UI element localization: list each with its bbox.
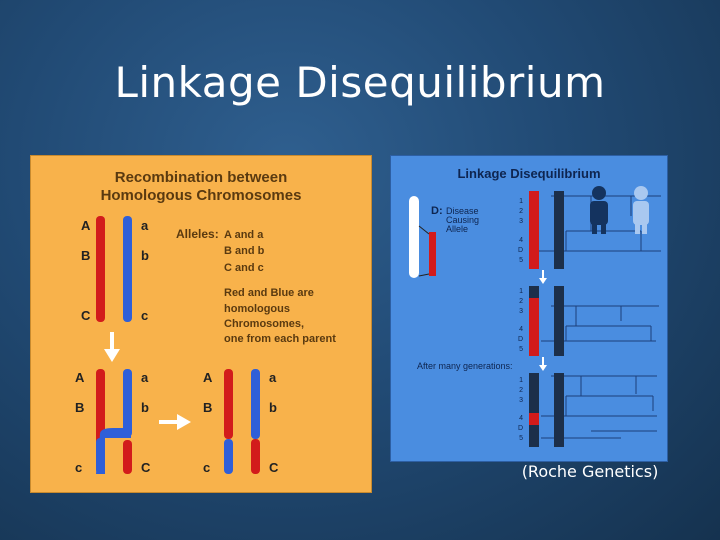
disease-line-3: Allele [446,224,468,234]
down-arrow-icon [104,332,120,362]
small-chromosome [409,196,436,278]
down-arrow-icon [539,270,547,284]
down-arrow-icon [539,357,547,371]
blue-chromosome [123,216,132,322]
alleles-pair-3: C and c [224,262,264,274]
linkage-disequilibrium-figure: Linkage Disequilibrium D: Dis [390,155,668,462]
recombination-heading-2: Homologous Chromosomes [101,187,302,204]
chromosome-pair-middle [529,286,564,356]
allele-b: b [141,248,149,263]
alleles-label: Alleles: [176,227,219,241]
source-caption: (Roche Genetics) [521,462,659,481]
allele-a: a [141,218,149,233]
allele-c: c [141,308,148,323]
crossover-allele-B: B [75,400,84,415]
marker-1: 1 [519,377,523,384]
marker-D: D [518,247,523,254]
right-arrow-icon [159,414,191,430]
note-line-2: homologous [224,303,290,315]
marker-3: 3 [519,308,523,315]
marker-5: 5 [519,346,523,353]
recombinant-allele-B: B [203,400,212,415]
marker-D: D [518,425,523,432]
markers-top: 1 2 3 4 D 5 [518,198,523,264]
chromosome-pair-top [529,191,564,269]
slide-title: Linkage Disequilibrium [114,58,606,107]
crossover-allele-c: c [75,460,82,475]
disease-line-2: Causing [446,215,479,225]
crossover-allele-b: b [141,400,149,415]
recombinant-allele-A: A [203,370,213,385]
allele-C: C [81,308,91,323]
crossover-allele-A: A [75,370,85,385]
marker-5: 5 [519,435,523,442]
marker-2: 2 [519,387,523,394]
allele-B: B [81,248,90,263]
recombination-heading-1: Recombination between [115,169,288,186]
marker-2: 2 [519,298,523,305]
crossover-allele-a: a [141,370,149,385]
marker-3: 3 [519,397,523,404]
after-generations-label: After many generations: [417,361,513,371]
recombinant-allele-a: a [269,370,277,385]
note-line-3: Chromosomes, [224,318,304,330]
alleles-pair-2: B and b [224,245,265,257]
recombinant-allele-c: c [203,460,210,475]
female-figure-icon [633,186,649,234]
red-chromosome [96,216,105,322]
recombination-diagram: Recombination between Homologous Chromos… [75,169,336,475]
disease-line-1: Disease [446,206,479,216]
crossover-chromosomes [96,369,132,474]
marker-D: D [518,336,523,343]
chromosome-pair-bottom [529,373,564,447]
pedigree-lines [530,195,661,439]
recombination-figure: Recombination between Homologous Chromos… [30,155,372,493]
markers-middle: 1 2 3 4 D 5 [518,288,523,353]
alleles-pair-1: A and a [224,229,264,241]
marker-4: 4 [519,415,523,422]
allele-A: A [81,218,91,233]
recombinant-chromosomes [224,369,260,474]
note-line-1: Red and Blue are [224,287,314,299]
marker-2: 2 [519,208,523,215]
marker-4: 4 [519,326,523,333]
crossover-allele-C: C [141,460,151,475]
marker-4: 4 [519,237,523,244]
marker-5: 5 [519,257,523,264]
male-figure-icon [590,186,608,234]
recombinant-allele-C: C [269,460,279,475]
linkage-heading: Linkage Disequilibrium [457,166,600,181]
marker-1: 1 [519,288,523,295]
marker-3: 3 [519,218,523,225]
marker-1: 1 [519,198,523,205]
note-line-4: one from each parent [224,333,336,345]
disease-label: D: [431,205,443,217]
markers-bottom: 1 2 3 4 D 5 [518,377,523,442]
recombinant-allele-b: b [269,400,277,415]
linkage-diagram: Linkage Disequilibrium D: Dis [409,166,661,447]
